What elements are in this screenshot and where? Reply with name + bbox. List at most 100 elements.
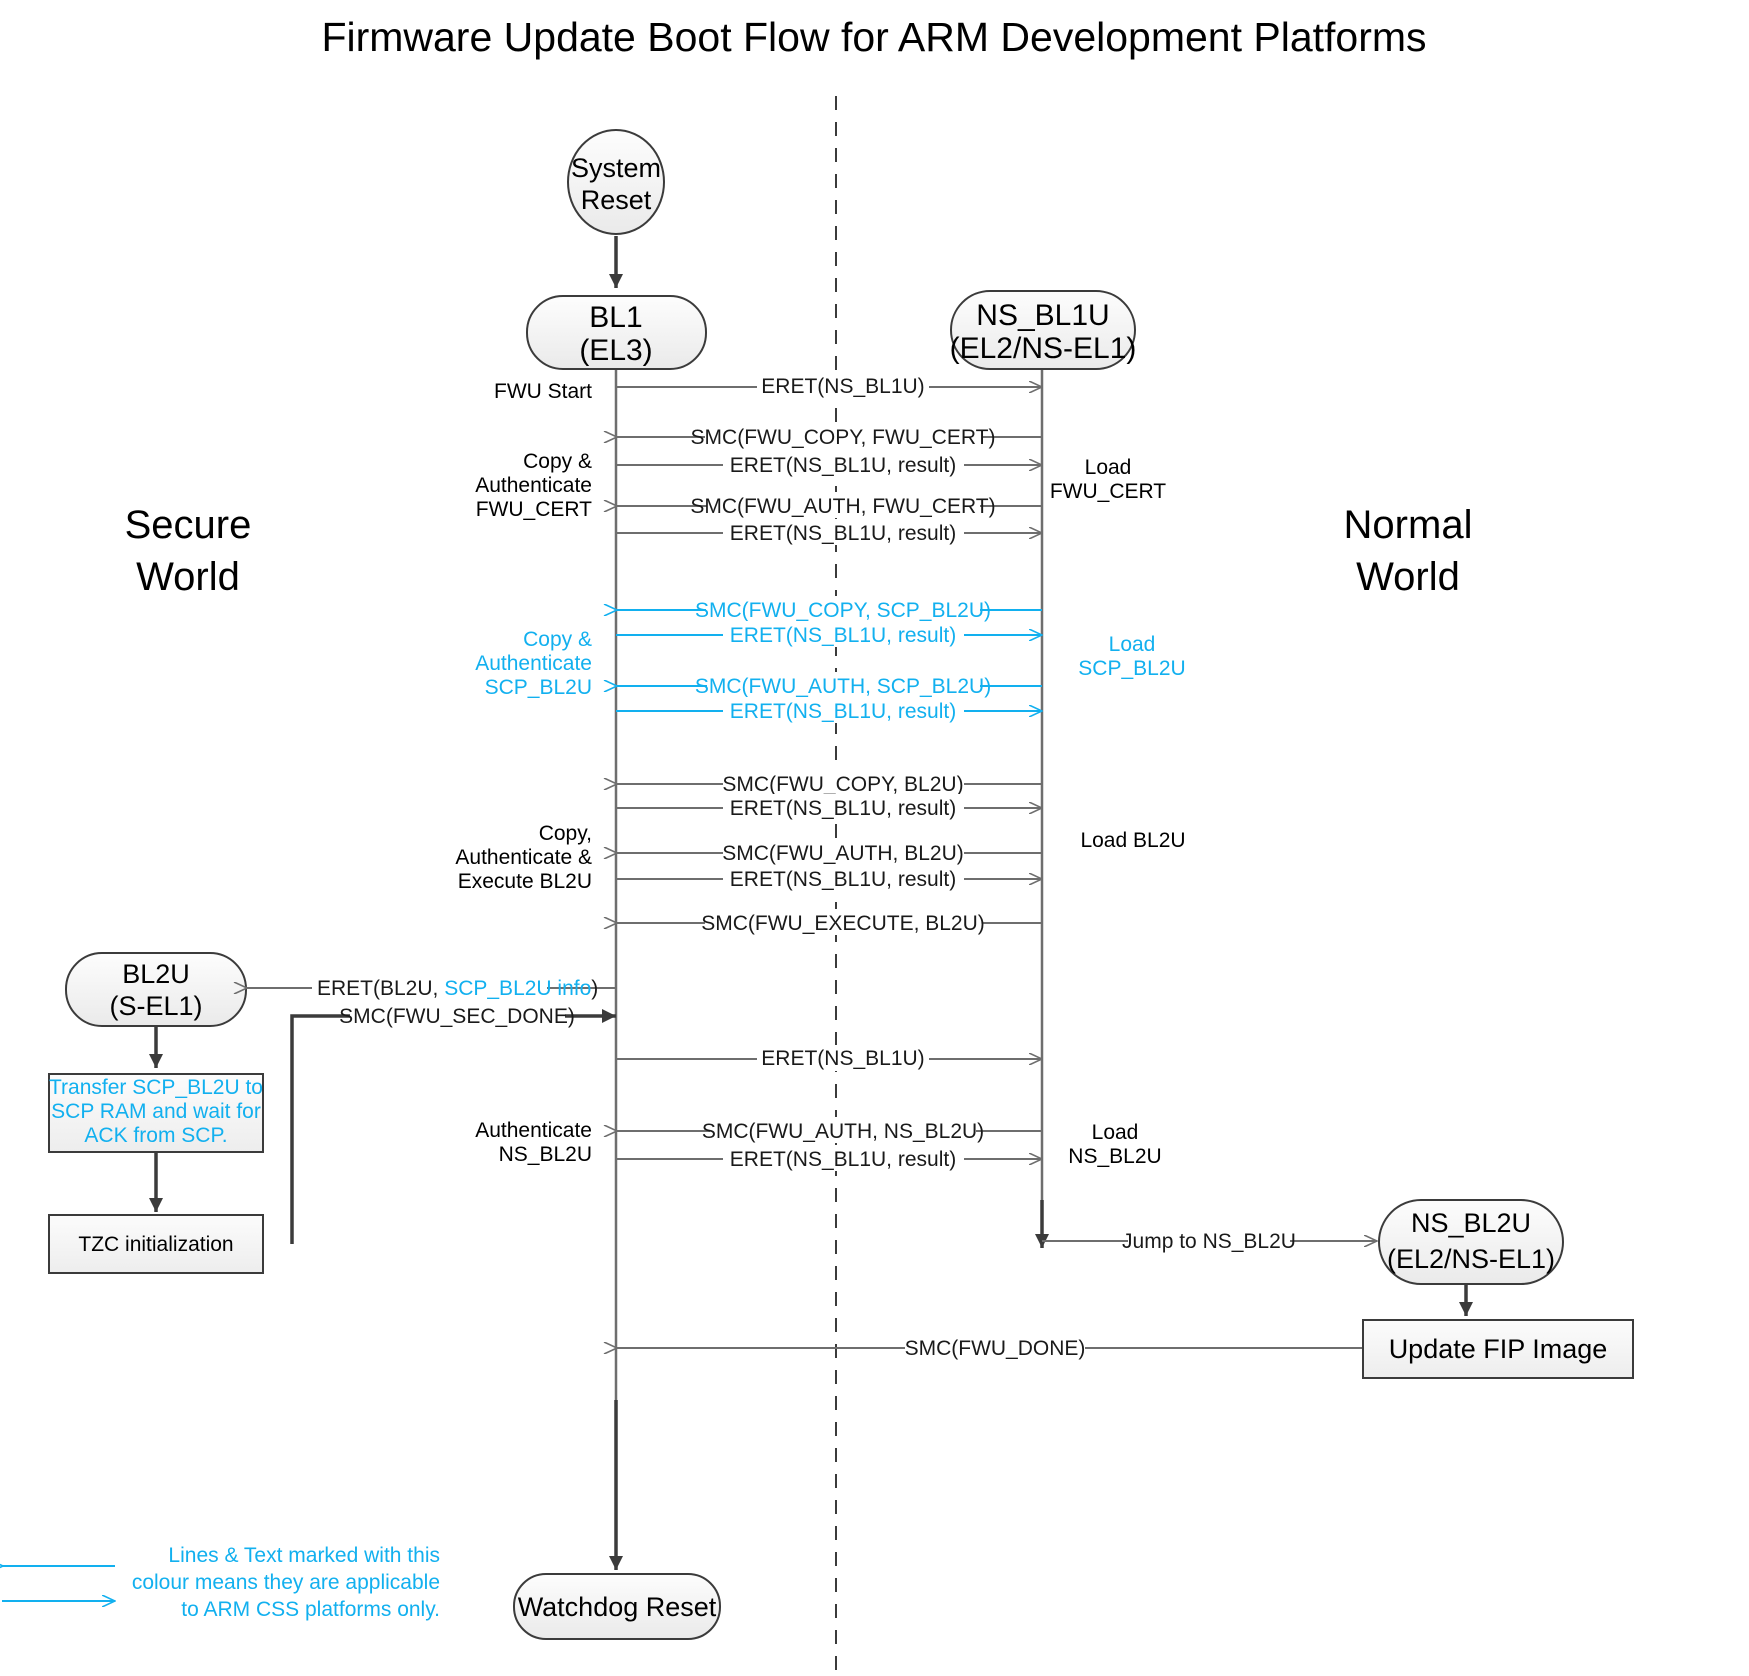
annotation-authenticate-ns-bl2u-line2: NS_BL2U (499, 1143, 592, 1166)
message-m1: ERET(NS_BL1U) (616, 373, 1042, 399)
message-m14-label: SMC(FWU_EXECUTE, BL2U) (701, 912, 985, 935)
message-b1-pre: ERET(BL2U, (317, 977, 444, 1000)
message-m5-label: ERET(NS_BL1U, result) (730, 522, 956, 545)
message-jump-ns-bl2u: Jump to NS_BL2U (1042, 1227, 1377, 1253)
box-transfer-scp-line2: SCP RAM and wait for (51, 1100, 261, 1123)
annotation-fwu-start-line1: FWU Start (494, 380, 592, 403)
message-jump-ns-bl2u-label: Jump to NS_BL2U (1122, 1230, 1296, 1253)
box-transfer-scp-line1: Transfer SCP_BL2U to (49, 1076, 263, 1099)
annotation-load-scp-bl2u-line1: Load (1109, 633, 1156, 656)
message-m8: SMC(FWU_AUTH, SCP_BL2U) (616, 672, 1042, 698)
annotation-load-bl2u: Load BL2U (1080, 829, 1185, 852)
message-m4: SMC(FWU_AUTH, FWU_CERT) (616, 492, 1042, 518)
message-m9: ERET(NS_BL1U, result) (616, 697, 1042, 723)
message-b1-post: ) (591, 977, 598, 1000)
box-tzc-init[interactable]: TZC initialization (48, 1214, 264, 1274)
message-m17-label: ERET(NS_BL1U, result) (730, 1148, 956, 1171)
annotation-copy-auth-exec-bl2u-line2: Authenticate & (455, 846, 592, 869)
message-m5: ERET(NS_BL1U, result) (616, 519, 1042, 545)
box-transfer-scp-line3: ACK from SCP. (84, 1124, 227, 1147)
node-ns-bl2u-line2: (EL2/NS-EL1) (1387, 1244, 1555, 1274)
message-m17: ERET(NS_BL1U, result) (616, 1145, 1042, 1171)
message-m9-label: ERET(NS_BL1U, result) (730, 700, 956, 723)
normal-world-line2: World (1356, 555, 1460, 599)
node-bl2u[interactable]: BL2U (S-EL1) (65, 952, 247, 1027)
annotation-load-scp-bl2u-line2: SCP_BL2U (1078, 657, 1185, 680)
annotation-load-ns-bl2u-line1: Load (1092, 1121, 1139, 1144)
legend: Lines & Text marked with this colour mea… (2, 1544, 440, 1621)
annotation-load-ns-bl2u: Load NS_BL2U (1068, 1121, 1161, 1168)
secure-world-label: Secure World (125, 503, 252, 599)
node-watchdog-reset[interactable]: Watchdog Reset (513, 1573, 721, 1640)
annotation-fwu-start: FWU Start (494, 380, 592, 403)
secure-world-line2: World (136, 555, 240, 599)
message-m6: SMC(FWU_COPY, SCP_BL2U) (616, 596, 1042, 622)
annotation-copy-auth-scp-bl2u: Copy & Authenticate SCP_BL2U (475, 628, 592, 699)
node-system-reset-line1: System (571, 153, 661, 183)
message-m6-label: SMC(FWU_COPY, SCP_BL2U) (695, 599, 991, 622)
node-bl2u-line2: (S-EL1) (109, 991, 202, 1021)
message-m11: ERET(NS_BL1U, result) (616, 794, 1042, 820)
message-m7: ERET(NS_BL1U, result) (616, 621, 1042, 647)
message-m14: SMC(FWU_EXECUTE, BL2U) (616, 909, 1042, 935)
annotation-copy-auth-fwu-cert-line1: Copy & (523, 450, 592, 473)
legend-line3: to ARM CSS platforms only. (181, 1598, 440, 1621)
message-m13: ERET(NS_BL1U, result) (616, 865, 1042, 891)
message-m15-label: ERET(NS_BL1U) (761, 1047, 924, 1070)
message-m2-label: SMC(FWU_COPY, FWU_CERT) (691, 426, 996, 449)
message-m12: SMC(FWU_AUTH, BL2U) (616, 839, 1042, 865)
secure-world-line1: Secure (125, 503, 252, 547)
message-m16-label: SMC(FWU_AUTH, NS_BL2U) (702, 1120, 984, 1143)
message-b2: SMC(FWU_SEC_DONE) (290, 1002, 616, 1244)
annotation-load-fwu-cert: Load FWU_CERT (1050, 456, 1166, 503)
node-bl1-line1: BL1 (589, 301, 642, 334)
node-bl1-line2: (EL3) (579, 334, 652, 367)
annotation-copy-auth-scp-bl2u-line1: Copy & (523, 628, 592, 651)
message-m10: SMC(FWU_COPY, BL2U) (616, 770, 1042, 796)
annotation-authenticate-ns-bl2u-line1: Authenticate (475, 1119, 592, 1142)
message-m18: SMC(FWU_DONE) (616, 1334, 1363, 1360)
box-update-fip[interactable]: Update FIP Image (1362, 1319, 1634, 1379)
annotation-copy-auth-fwu-cert: Copy & Authenticate FWU_CERT (475, 450, 592, 521)
message-m1-label: ERET(NS_BL1U) (761, 375, 924, 398)
annotation-copy-auth-exec-bl2u: Copy, Authenticate & Execute BL2U (455, 822, 592, 893)
node-bl2u-line1: BL2U (122, 959, 190, 989)
message-m13-label: ERET(NS_BL1U, result) (730, 868, 956, 891)
node-ns-bl1u[interactable]: NS_BL1U (EL2/NS-EL1) (950, 290, 1137, 370)
box-update-fip-line1: Update FIP Image (1389, 1334, 1608, 1364)
message-m12-label: SMC(FWU_AUTH, BL2U) (722, 842, 964, 865)
message-m8-label: SMC(FWU_AUTH, SCP_BL2U) (695, 675, 991, 698)
page-title: Firmware Update Boot Flow for ARM Develo… (321, 14, 1426, 60)
message-m15: ERET(NS_BL1U) (616, 1045, 1042, 1071)
message-m3: ERET(NS_BL1U, result) (616, 451, 1042, 477)
node-bl1[interactable]: BL1 (EL3) (526, 295, 707, 370)
annotation-copy-auth-scp-bl2u-line2: Authenticate (475, 652, 592, 675)
message-m3-label: ERET(NS_BL1U, result) (730, 454, 956, 477)
legend-line2: colour means they are applicable (132, 1571, 440, 1594)
message-m11-label: ERET(NS_BL1U, result) (730, 797, 956, 820)
message-b1-cyan: SCP_BL2U info (444, 977, 591, 1000)
annotation-load-scp-bl2u: Load SCP_BL2U (1078, 633, 1185, 680)
message-m4-label: SMC(FWU_AUTH, FWU_CERT) (690, 495, 995, 518)
message-m2: SMC(FWU_COPY, FWU_CERT) (616, 423, 1042, 449)
annotation-copy-auth-exec-bl2u-line3: Execute BL2U (458, 870, 592, 893)
node-ns-bl2u[interactable]: NS_BL2U (EL2/NS-EL1) (1378, 1199, 1564, 1285)
annotation-load-fwu-cert-line2: FWU_CERT (1050, 480, 1166, 503)
annotation-load-fwu-cert-line1: Load (1085, 456, 1132, 479)
annotation-copy-auth-fwu-cert-line3: FWU_CERT (476, 498, 592, 521)
normal-world-label: Normal World (1344, 503, 1473, 599)
annotation-authenticate-ns-bl2u: Authenticate NS_BL2U (475, 1119, 592, 1166)
node-ns-bl1u-line1: NS_BL1U (976, 299, 1109, 332)
annotation-copy-auth-scp-bl2u-line3: SCP_BL2U (485, 676, 592, 699)
node-watchdog-reset-label: Watchdog Reset (518, 1592, 717, 1622)
box-transfer-scp[interactable]: Transfer SCP_BL2U to SCP RAM and wait fo… (48, 1073, 264, 1153)
node-system-reset[interactable]: System Reset (567, 129, 665, 235)
message-b1-label: ERET(BL2U, SCP_BL2U info) (317, 977, 598, 1000)
node-ns-bl1u-line2: (EL2/NS-EL1) (950, 332, 1137, 365)
annotation-load-bl2u-line1: Load BL2U (1080, 829, 1185, 852)
message-m7-label: ERET(NS_BL1U, result) (730, 624, 956, 647)
message-m10-label: SMC(FWU_COPY, BL2U) (722, 773, 963, 796)
box-tzc-init-line1: TZC initialization (78, 1233, 233, 1256)
annotation-copy-auth-fwu-cert-line2: Authenticate (475, 474, 592, 497)
